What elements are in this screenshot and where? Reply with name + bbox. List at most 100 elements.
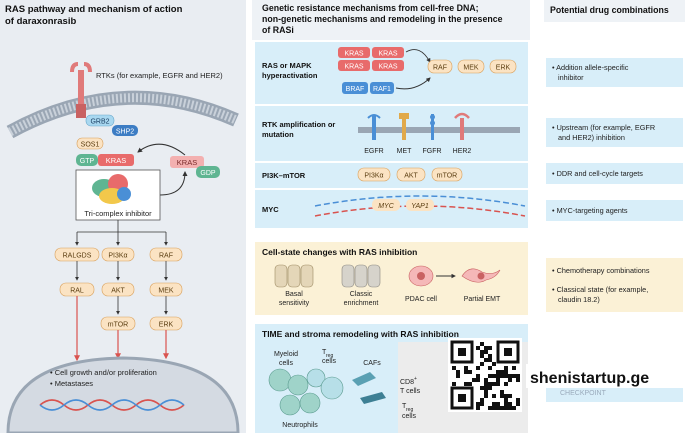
qr-module <box>500 406 504 410</box>
outcome-cell-growth: • Cell growth and/or proliferation <box>50 368 157 377</box>
cell-state-label-classic-1: Classic <box>350 291 373 298</box>
combo-box-4 <box>546 200 683 221</box>
time-label-treg2-t: T <box>402 403 407 410</box>
time-label-myeloid-2: cells <box>279 360 294 367</box>
qr-module <box>476 378 480 382</box>
combo-2-line2: and HER2) inhibition <box>558 133 625 142</box>
qr-module <box>484 394 488 398</box>
raf-cascade-box <box>427 59 453 74</box>
qr-module <box>488 346 492 350</box>
qr-module <box>496 378 500 382</box>
gtp-node <box>76 154 98 166</box>
her2-label: HER2 <box>453 148 472 155</box>
qr-module <box>484 382 488 386</box>
basal-cells-icon <box>274 264 314 288</box>
gdp-node <box>196 166 220 178</box>
pi3ka-row-label: PI3Kα <box>364 173 383 180</box>
braf-label: BRAF <box>346 86 365 93</box>
time-label-neutrophils: Neutrophils <box>282 422 318 429</box>
braf-box <box>342 82 368 94</box>
myc-gene-box <box>372 199 400 211</box>
qr-module <box>500 390 504 394</box>
row1-label-line2: hyperactivation <box>262 71 318 80</box>
sos1-node <box>76 137 104 150</box>
qr-module <box>504 374 508 378</box>
qr-module <box>492 394 496 398</box>
akt-row-node <box>396 167 426 182</box>
sos1-label: SOS1 <box>81 142 100 149</box>
fgfr-receptor-icon <box>430 114 435 140</box>
qr-module <box>456 374 460 378</box>
shp2-node <box>112 125 138 136</box>
row2-label-line2: mutation <box>262 130 294 139</box>
qr-module <box>488 374 492 378</box>
qr-module <box>496 382 500 386</box>
cell-state-label-basal-2: sensitivity <box>279 300 310 307</box>
raf1-box <box>370 82 394 94</box>
kras-active-label: KRAS <box>106 156 126 165</box>
qr-module <box>500 370 504 374</box>
qr-module <box>484 390 488 394</box>
qr-module <box>504 406 508 410</box>
egfr-receptor-icon <box>367 114 381 140</box>
combo-1-line2: inhibitor <box>558 73 584 82</box>
mid-title-line2: non-genetic mechanisms and remodeling in… <box>262 14 503 24</box>
row1-label-line1: RAS or MAPK <box>262 61 312 70</box>
left-panel-title-line2: of daraxonrasib <box>5 16 76 27</box>
qr-module <box>516 398 520 402</box>
qr-module <box>476 366 480 370</box>
right-panel: Potential drug combinations • Addition a… <box>534 0 685 433</box>
combo-6-line2: claudin 18.2) <box>558 295 600 304</box>
left-panel: RAS pathway and mechanism of action of d… <box>0 0 246 435</box>
qr-module <box>508 402 512 406</box>
met-receptor-icon <box>399 113 409 140</box>
akt-label: AKT <box>111 288 125 295</box>
yap1-gene-box <box>406 199 434 211</box>
watermark-text: shenistartup.ge <box>530 370 649 387</box>
qr-module <box>488 354 492 358</box>
tri-complex-label: Tri-complex inhibitor <box>84 209 152 218</box>
qr-module <box>504 382 508 386</box>
raf-cascade-label: RAF <box>433 65 447 72</box>
qr-module <box>496 406 500 410</box>
qr-module <box>504 366 508 370</box>
immune-cells-icon <box>268 368 386 416</box>
qr-module <box>484 346 488 350</box>
outcome-metastases: • Metastases <box>50 379 93 388</box>
kras-inactive-label: KRAS <box>177 158 197 167</box>
time-label-treg-cells: cells <box>322 358 337 365</box>
rtk-label: RTKs (for example, EGFR and HER2) <box>96 71 223 80</box>
time-label-cafs: CAFs <box>363 360 381 367</box>
raf-label: RAF <box>159 253 173 260</box>
cell-state-label-basal-1: Basal <box>285 291 303 298</box>
row3-label: PI3K–mTOR <box>262 171 306 180</box>
time-label-treg2-sub: reg <box>406 407 413 413</box>
mtor-row-node <box>431 167 463 182</box>
yap1-gene-label: YAP1 <box>411 203 429 210</box>
qr-module <box>476 402 480 406</box>
qr-module <box>480 354 484 358</box>
qr-module <box>492 382 496 386</box>
qr-module <box>492 374 496 378</box>
qr-module <box>496 402 500 406</box>
ralgds-label: RALGDS <box>63 253 92 260</box>
erk-label: ERK <box>159 322 174 329</box>
combo-6-line1: • Classical state (for example, <box>552 285 648 294</box>
time-title: TIME and stroma remodeling with RAS inhi… <box>262 329 459 339</box>
raf1-label: RAF1 <box>373 86 391 93</box>
combo-2-line1: • Upstream (for example, EGFR <box>552 123 655 132</box>
qr-module <box>492 362 496 366</box>
qr-module <box>480 362 484 366</box>
combo-box-5 <box>546 258 683 312</box>
time-label-myeloid-1: Myeloid <box>274 351 298 358</box>
tri-complex-inhibitor-icon <box>92 174 131 204</box>
qr-module <box>456 370 460 374</box>
qr-module <box>480 402 484 406</box>
nucleus <box>6 356 240 435</box>
qr-module <box>512 374 516 378</box>
qr-module <box>484 358 488 362</box>
qr-module <box>476 406 480 410</box>
combo-5-line1: • Chemotherapy combinations <box>552 266 650 275</box>
her2-receptor-icon <box>454 112 470 140</box>
